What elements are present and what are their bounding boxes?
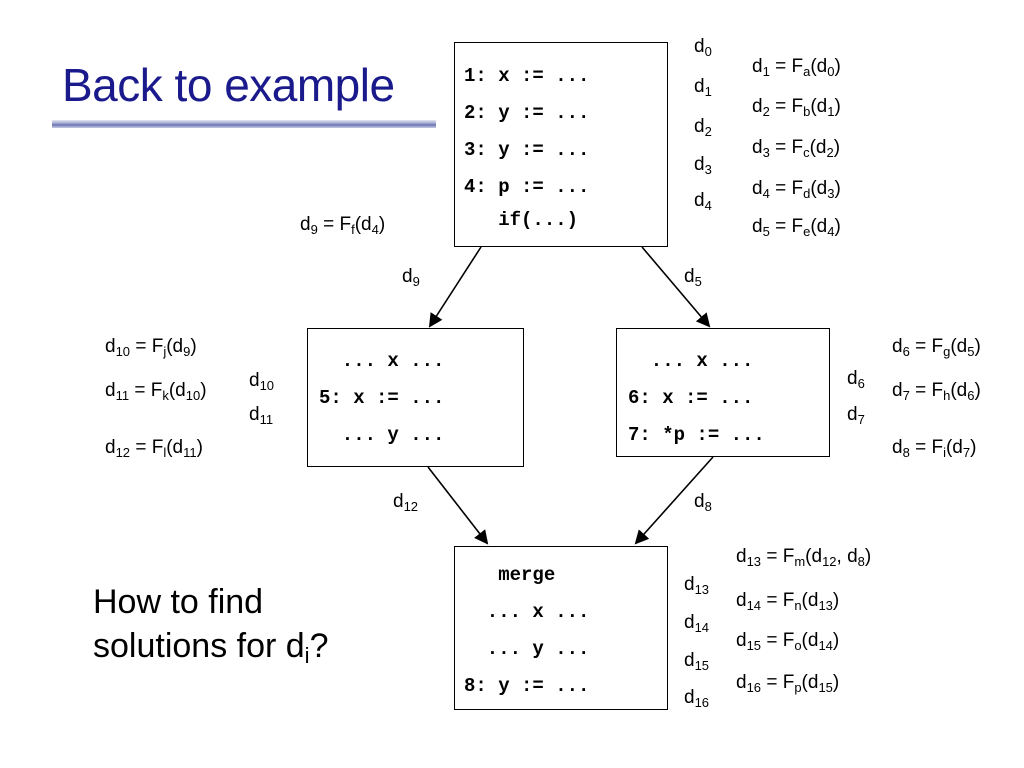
point-label: d6 <box>847 368 865 391</box>
edge-label: d12 <box>393 491 419 514</box>
point-label: d16 <box>684 687 710 710</box>
block-left <box>307 328 524 467</box>
equation: d4 = Fd(d3) <box>752 178 841 201</box>
equation: d2 = Fb(d1) <box>752 96 841 119</box>
edge-label: d5 <box>684 266 702 289</box>
question-line-1: How to find <box>93 583 264 621</box>
code-line: merge <box>464 564 556 586</box>
block-right <box>616 328 830 457</box>
code-line: 3: y := ... <box>464 139 590 161</box>
equation: d14 = Fn(d13) <box>736 590 840 613</box>
equation: d1 = Fa(d0) <box>752 56 841 79</box>
edge-top-right <box>641 246 711 328</box>
equation: d8 = Fi(d7) <box>892 437 977 460</box>
block-bottom <box>454 546 668 710</box>
point-label: d1 <box>694 76 712 99</box>
equation: d9 = Ff(d4) <box>300 214 386 237</box>
equation: d3 = Fc(d2) <box>752 137 841 160</box>
equation: d10 = Fj(d9) <box>105 336 197 359</box>
code-line: ... x ... <box>628 350 754 372</box>
question-line-2: solutions for di? <box>93 627 329 668</box>
slide-title: Back to example <box>62 59 395 111</box>
question-text: How to find solutions for di? <box>93 580 328 668</box>
title-underline <box>52 120 436 128</box>
code-line: 1: x := ... <box>464 65 590 87</box>
point-label: d10 <box>249 370 275 393</box>
point-label: d13 <box>684 574 710 597</box>
edge-left-bottom <box>427 466 489 545</box>
point-label: d11 <box>249 404 274 427</box>
point-label: d0 <box>694 36 712 59</box>
edge-top-left <box>428 246 482 328</box>
equation: d13 = Fm(d12, d8) <box>736 546 872 569</box>
edge-label: d9 <box>402 266 420 289</box>
code-line: 5: x := ... <box>319 387 445 409</box>
code-line: ... x ... <box>319 350 445 372</box>
point-label: d3 <box>694 154 712 177</box>
point-label: d14 <box>684 612 710 635</box>
code-line: 8: y := ... <box>464 675 590 697</box>
code-line: ... x ... <box>464 601 590 623</box>
code-line: ... y ... <box>464 638 590 660</box>
equation: d12 = Fl(d11) <box>105 437 203 460</box>
equation: d7 = Fh(d6) <box>892 380 981 403</box>
point-label: d7 <box>847 404 865 427</box>
code-line: 4: p := ... <box>464 176 590 198</box>
equation: d6 = Fg(d5) <box>892 336 981 359</box>
block-top <box>454 42 668 247</box>
edge-right-bottom <box>634 456 714 545</box>
point-label: d15 <box>684 650 710 673</box>
code-line: if(...) <box>464 209 579 231</box>
code-line: 6: x := ... <box>628 387 754 409</box>
point-label: d4 <box>694 190 712 213</box>
edge-label: d8 <box>694 491 712 514</box>
point-label: d2 <box>694 116 712 139</box>
code-line: 2: y := ... <box>464 102 590 124</box>
equation: d5 = Fe(d4) <box>752 216 841 239</box>
equation: d16 = Fp(d15) <box>736 672 840 695</box>
code-line: 7: *p := ... <box>628 424 765 446</box>
equation: d15 = Fo(d14) <box>736 630 840 653</box>
code-line: ... y ... <box>319 424 445 446</box>
equation: d11 = Fk(d10) <box>105 380 207 403</box>
